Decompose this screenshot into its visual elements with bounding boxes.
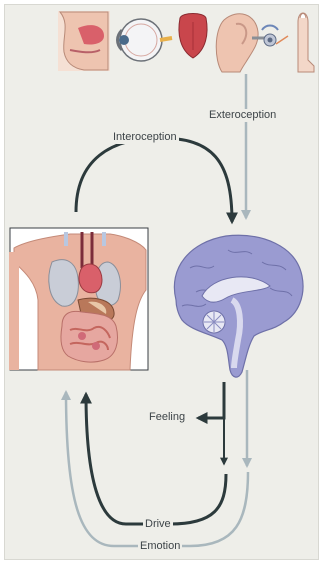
eye-icon: [118, 19, 173, 61]
drive-label: Drive: [143, 518, 173, 531]
exteroception-label: Exteroception: [207, 109, 278, 122]
ear-icon: [216, 14, 288, 72]
feeling-arrow: [198, 382, 224, 418]
feeling-label: Feeling: [147, 411, 187, 424]
finger-icon: [298, 13, 314, 72]
tongue-icon: [179, 14, 207, 59]
brain-illustration: [174, 235, 303, 377]
body-illustration: [10, 228, 148, 370]
nose-icon: [58, 11, 110, 71]
interoception-label: Interoception: [111, 131, 179, 144]
emotion-label: Emotion: [138, 540, 182, 553]
interoception-arrow: [76, 138, 232, 222]
